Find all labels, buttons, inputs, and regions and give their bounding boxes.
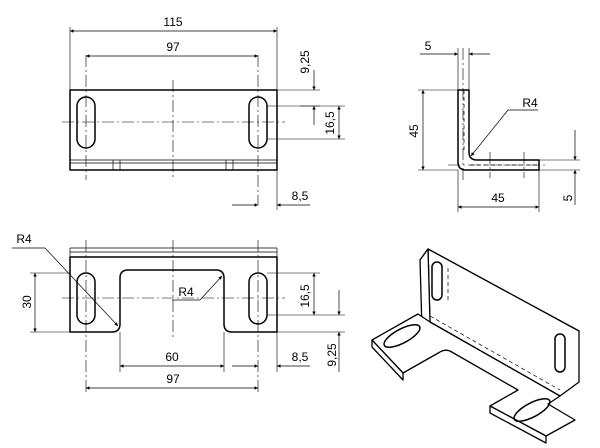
dim-60-label: 60 xyxy=(165,350,179,364)
dim-16-5-top-label: 16,5 xyxy=(298,284,312,308)
r4-label-notch: R4 xyxy=(178,285,194,299)
front-plate-outline xyxy=(69,89,278,171)
dim-115-label: 115 xyxy=(163,15,182,29)
top-view: R4 R4 30 16,5 9,25 60 8,5 97 xyxy=(12,232,345,392)
dim-9-25-top-label: 9,25 xyxy=(325,343,339,367)
front-view: 115 97 9,25 16,5 8,5 xyxy=(62,15,345,210)
side-view: 5 R4 45 45 5 xyxy=(407,39,580,212)
dim-30-label: 30 xyxy=(20,295,34,309)
dim-9-25-label: 9,25 xyxy=(298,50,312,74)
r4-leader-top-diag xyxy=(44,247,119,327)
r4-label-side: R4 xyxy=(522,96,538,110)
isometric-view xyxy=(371,248,580,444)
dim-5-right-label: 5 xyxy=(561,194,575,201)
dim-45-h-label: 45 xyxy=(491,191,505,205)
dim-16-5-label: 16,5 xyxy=(323,111,337,135)
dim-8-5-label: 8,5 xyxy=(292,189,309,203)
iso-base-plate-edge-2 xyxy=(489,405,547,444)
iso-slot-vertical-top xyxy=(431,261,443,301)
iso-base-plate-top xyxy=(371,313,576,437)
r4-leader-diag xyxy=(470,109,509,157)
top-plate-outline xyxy=(69,256,278,333)
dim-97-label: 97 xyxy=(166,40,180,54)
iso-slot-vertical-right xyxy=(554,333,566,373)
iso-slot-base-right xyxy=(513,398,551,422)
dim-45-v-label: 45 xyxy=(407,124,421,138)
dim-97-top-label: 97 xyxy=(166,372,180,386)
dim-8-5-top-label: 8,5 xyxy=(292,350,309,364)
r4-leader-notch-diag xyxy=(199,275,223,301)
dim-5-label: 5 xyxy=(425,39,432,53)
iso-hidden-line xyxy=(429,315,561,391)
r4-label-top-left: R4 xyxy=(16,232,32,246)
iso-slot-base-left xyxy=(383,324,421,348)
iso-base-plate-edge xyxy=(371,339,404,381)
